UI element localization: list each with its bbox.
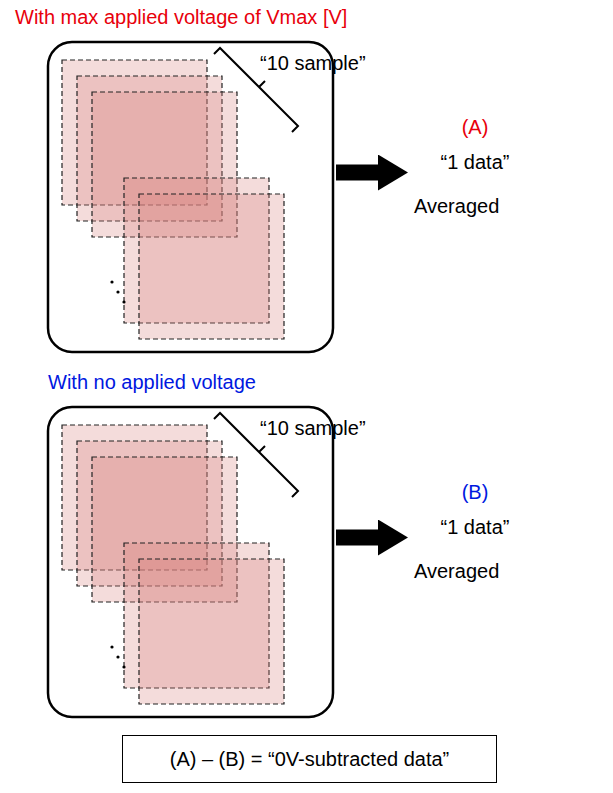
result-label: “1 data” xyxy=(410,151,540,174)
formula-text: (A) – (B) = “0V-subtracted data” xyxy=(170,748,450,771)
ellipsis-dot xyxy=(110,645,113,648)
ellipsis-dot xyxy=(122,300,125,303)
sample-frame xyxy=(139,559,284,704)
result-data: (B) “1 data” xyxy=(410,481,540,539)
ellipsis-dot xyxy=(110,280,113,283)
result-letter: (A) xyxy=(410,116,540,139)
condition-heading: With no applied voltage xyxy=(48,371,256,394)
condition-heading: With max applied voltage of Vmax [V] xyxy=(15,6,347,29)
result-data: (A) “1 data” xyxy=(410,116,540,174)
result-label: “1 data” xyxy=(410,516,540,539)
ellipsis-dot xyxy=(122,665,125,668)
sample-panel: With no applied voltage“10 sample” xyxy=(48,407,333,717)
formula-box: (A) – (B) = “0V-subtracted data” xyxy=(122,735,497,783)
panel-outline xyxy=(48,42,333,352)
sample-count-label: “10 sample” xyxy=(260,417,366,440)
sample-count-label: “10 sample” xyxy=(260,52,366,75)
panel-outline xyxy=(48,407,333,717)
arrow-label: Averaged xyxy=(414,560,499,583)
block-arrow xyxy=(336,165,378,181)
sample-panel: With max applied voltage of Vmax [V]“10 … xyxy=(48,42,333,352)
arrow-label: Averaged xyxy=(414,195,499,218)
ellipsis-dot xyxy=(116,655,119,658)
result-letter: (B) xyxy=(410,481,540,504)
sample-frame xyxy=(139,194,284,339)
ellipsis-dot xyxy=(116,290,119,293)
block-arrow xyxy=(336,530,378,546)
